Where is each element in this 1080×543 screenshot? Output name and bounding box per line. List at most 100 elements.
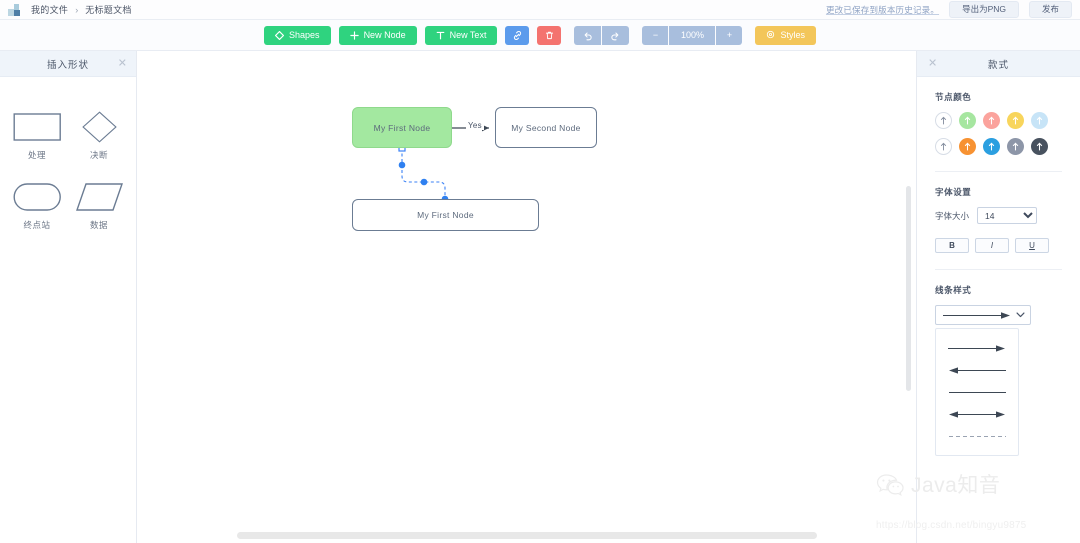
insert-shape-panel-header: 插入形状 ✕ [0,51,136,77]
double-arrow-icon [949,410,1005,418]
italic-button[interactable]: I [975,238,1009,253]
shape-label-terminal: 终点站 [23,220,51,230]
close-icon[interactable]: ✕ [117,57,127,69]
font-size-row: 字体大小 14 [935,207,1062,224]
shape-label-process: 处理 [27,150,46,160]
main-toolbar: Shapes New Node New Text [0,20,1080,51]
shapes-button-label: Shapes [289,29,320,40]
parallelogram-shape-icon [75,183,123,211]
link-icon[interactable] [505,25,530,45]
line-style-dropdown-list[interactable] [935,328,1019,456]
zoom-out-button[interactable]: − [642,25,669,45]
plain-line-icon [949,391,1006,393]
top-bar: 我的文件 › 无标题文档 更改已保存到版本历史记录。 导出为PNG 发布 [0,0,1080,20]
plus-icon [349,30,359,40]
redo-icon[interactable] [602,25,630,45]
trash-icon[interactable] [537,25,562,45]
text-format-group: B I U [935,238,1062,253]
edge-waypoint-handle-2[interactable] [420,178,428,186]
font-section-title: 字体设置 [935,187,972,197]
color-swatch-yellow[interactable] [1007,112,1024,129]
version-history-link[interactable]: 更改已保存到版本历史记录。 [825,4,940,15]
publish-button[interactable]: 发布 [1028,1,1072,18]
shape-item-decision[interactable]: 决断 [68,111,130,161]
zoom-control-group: − 100% + [642,25,743,45]
color-swatch-white-2[interactable] [935,138,952,155]
line-style-section-title: 线条样式 [935,285,972,295]
insert-shape-panel-title: 插入形状 [46,59,89,71]
color-swatch-gray[interactable] [1007,138,1024,155]
shape-item-process[interactable]: 处理 [6,111,68,161]
new-text-button[interactable]: New Text [424,25,498,45]
arrow-right-icon [948,344,1005,352]
zoom-level-value: 100% [669,25,716,45]
shape-label-decision: 决断 [89,150,108,160]
line-style-arrow-right-icon [943,311,1010,319]
shape-label-data: 数据 [89,220,108,230]
breadcrumb-root[interactable]: 我的文件 [31,5,69,15]
wechat-icon [876,474,904,497]
export-png-button[interactable]: 导出为PNG [949,1,1019,18]
color-swatch-white[interactable] [935,112,952,129]
node-color-row-1 [935,112,1062,129]
shapes-button[interactable]: Shapes [264,25,331,45]
canvas-node-second[interactable]: My Second Node [495,107,597,148]
new-node-button-label: New Node [363,29,406,40]
diamond-icon [275,30,285,40]
zoom-in-button[interactable]: + [716,25,743,45]
edge-label-yes[interactable]: Yes [466,121,484,130]
history-button-group [574,25,630,45]
line-style-option-double-arrow[interactable] [936,403,1018,425]
shape-list: 处理 决断 终点站 数据 [0,77,136,231]
breadcrumb-current[interactable]: 无标题文档 [85,5,132,15]
node-color-row-2 [935,138,1062,155]
color-swatch-light-green[interactable] [959,112,976,129]
underline-button[interactable]: U [1015,238,1049,253]
color-swatch-salmon[interactable] [983,112,1000,129]
shape-item-terminal[interactable]: 终点站 [6,181,68,231]
styles-panel-body: 节点颜色 [917,77,1080,456]
node-color-section-title: 节点颜色 [935,92,972,102]
color-swatch-orange[interactable] [959,138,976,155]
color-swatch-light-blue[interactable] [1031,112,1048,129]
divider-2 [935,269,1062,270]
line-style-option-arrow-right[interactable] [936,337,1018,359]
arrow-left-icon [949,366,1006,374]
line-style-option-arrow-left[interactable] [936,359,1018,381]
canvas-horizontal-scrollbar[interactable] [237,532,817,539]
breadcrumb-separator-icon: › [75,4,79,15]
line-style-option-plain-line[interactable] [936,381,1018,403]
chevron-down-icon [1016,312,1025,318]
diamond-shape-icon [81,111,117,143]
styles-panel-title: 款式 [987,59,1009,71]
diagram-canvas[interactable]: My First Node Yes My Second Node My Firs… [137,51,916,543]
font-size-label: 字体大小 [935,210,970,221]
canvas-node-first-label: My First Node [373,122,431,133]
canvas-node-second-label: My Second Node [511,122,581,133]
rounded-rect-shape-icon [13,183,61,211]
canvas-node-third-label: My First Node [417,210,474,220]
styles-button[interactable]: Styles [755,25,816,45]
new-node-button[interactable]: New Node [338,25,417,45]
edge-waypoint-handle-1[interactable] [398,161,406,169]
font-size-select[interactable]: 14 [977,207,1038,224]
gear-icon [766,30,775,41]
canvas-node-third[interactable]: My First Node [352,199,539,231]
canvas-node-first[interactable]: My First Node [352,107,452,148]
line-style-option-dashed-line[interactable] [936,425,1018,447]
shape-item-data[interactable]: 数据 [68,181,130,231]
bold-button[interactable]: B [935,238,969,253]
color-swatch-blue[interactable] [983,138,1000,155]
dashed-line-icon [949,435,1006,437]
app-blocks-logo-icon [8,3,22,16]
insert-shape-panel: 插入形状 ✕ 处理 决断 终点站 [0,51,137,543]
color-swatch-dark-slate[interactable] [1031,138,1048,155]
rectangle-shape-icon [13,113,61,141]
text-t-icon [436,31,445,40]
close-icon[interactable]: ✕ [928,57,938,69]
undo-icon[interactable] [574,25,602,45]
line-style-select[interactable] [935,305,1031,325]
top-bar-actions: 更改已保存到版本历史记录。 导出为PNG 发布 [826,1,1072,18]
canvas-vertical-scrollbar[interactable] [906,186,911,391]
